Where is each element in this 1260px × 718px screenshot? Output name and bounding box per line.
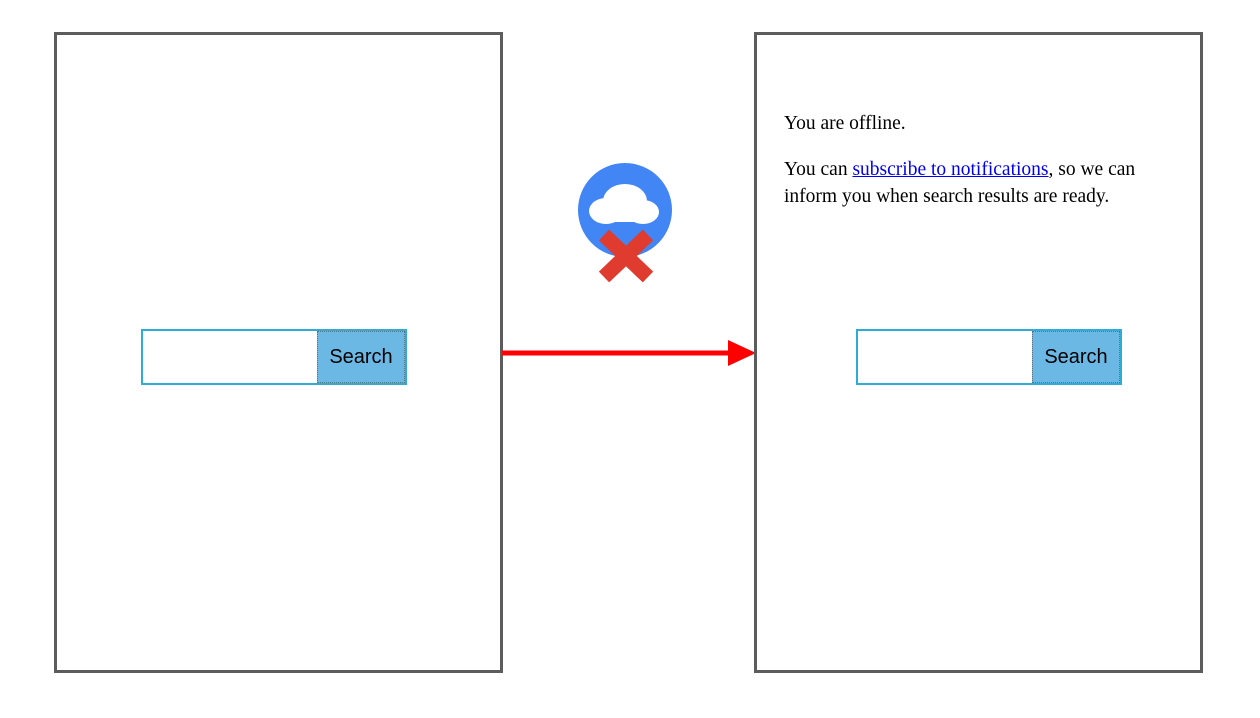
offline-status-text: You are offline. bbox=[784, 113, 906, 134]
arrow-right-icon bbox=[502, 340, 756, 366]
offline-message-block: You are offline. You can subscribe to no… bbox=[784, 111, 1179, 211]
search-input-after[interactable] bbox=[858, 331, 1032, 383]
search-widget-after: Search bbox=[856, 329, 1122, 385]
subscribe-to-notifications-link[interactable]: subscribe to notifications bbox=[852, 158, 1049, 180]
phone-frame-after: You are offline. You can subscribe to no… bbox=[754, 32, 1203, 673]
search-widget-before: Search bbox=[141, 329, 407, 385]
offline-cloud-icon bbox=[578, 163, 672, 283]
search-button-after[interactable]: Search bbox=[1032, 331, 1120, 383]
search-button-before[interactable]: Search bbox=[317, 331, 405, 383]
phone-frame-before: Search bbox=[54, 32, 503, 673]
subscribe-suffix-text: , so we can inform you when search resul… bbox=[784, 158, 1136, 207]
search-input-before[interactable] bbox=[143, 331, 317, 383]
subscribe-prefix-text: You can bbox=[784, 158, 853, 180]
subscribe-message-text: You can subscribe to notifications, so w… bbox=[784, 157, 1179, 211]
